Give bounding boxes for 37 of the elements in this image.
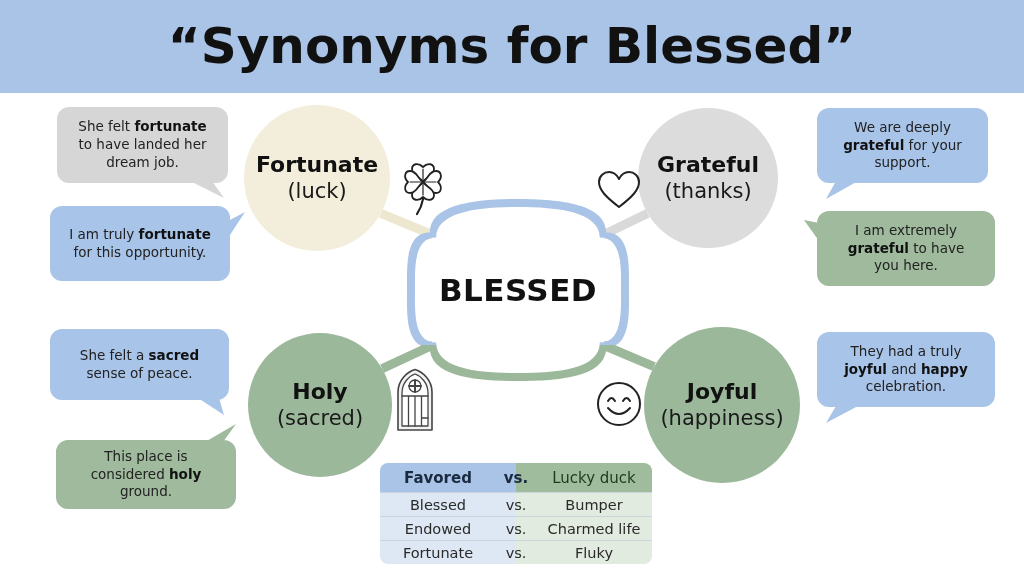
speech-bubble: [56, 424, 236, 509]
speech-bubble: [817, 108, 988, 199]
topic-meaning: (thanks): [664, 178, 752, 205]
speech-bubble: [57, 107, 228, 198]
topic-meaning: (luck): [287, 178, 347, 205]
topic-word: Holy: [292, 378, 348, 406]
speech-bubble: [50, 206, 245, 281]
speech-bubble: [804, 211, 995, 286]
example-sentence: She felt fortunate to have landed her dream job.: [77, 118, 208, 172]
hub-word: BLESSED: [438, 271, 598, 308]
connector-line: [379, 209, 435, 240]
speech-bubble: [50, 329, 229, 415]
table-cell: vs.: [496, 492, 536, 516]
table-cell: Fluky: [536, 540, 652, 564]
title: “Synonyms for Blessed”: [167, 17, 857, 76]
example-sentence: I am extremely grateful to have you here.: [846, 221, 966, 276]
example-sentence: I am truly fortunate for this opportunity.: [68, 225, 212, 262]
example-sentence: This place is considered holy ground.: [89, 447, 203, 502]
topic-meaning: (sacred): [276, 405, 364, 432]
table-cell: Charmed life: [536, 516, 652, 540]
speech-bubble: [817, 332, 995, 423]
topic-word: Grateful: [657, 151, 759, 179]
header-cell: Favored: [380, 463, 496, 492]
topic-word: Joyful: [686, 378, 758, 406]
table-cell: Endowed: [380, 516, 496, 540]
topic-word: Fortunate: [255, 151, 379, 179]
table-cell: Fortunate: [380, 540, 496, 564]
header-cell: vs.: [496, 463, 536, 492]
example-sentence: They had a truly joyful and happy celebration.: [842, 342, 969, 397]
table-cell: vs.: [496, 540, 536, 564]
table-cell: Blessed: [380, 492, 496, 516]
table-cell: Bumper: [536, 492, 652, 516]
example-sentence: We are deeply grateful for your support.: [842, 118, 963, 173]
header-cell: Lucky duck: [536, 463, 652, 492]
topic-meaning: (happiness): [660, 405, 784, 432]
table-cell: vs.: [496, 516, 536, 540]
example-sentence: She felt a sacred sense of peace.: [78, 346, 201, 383]
